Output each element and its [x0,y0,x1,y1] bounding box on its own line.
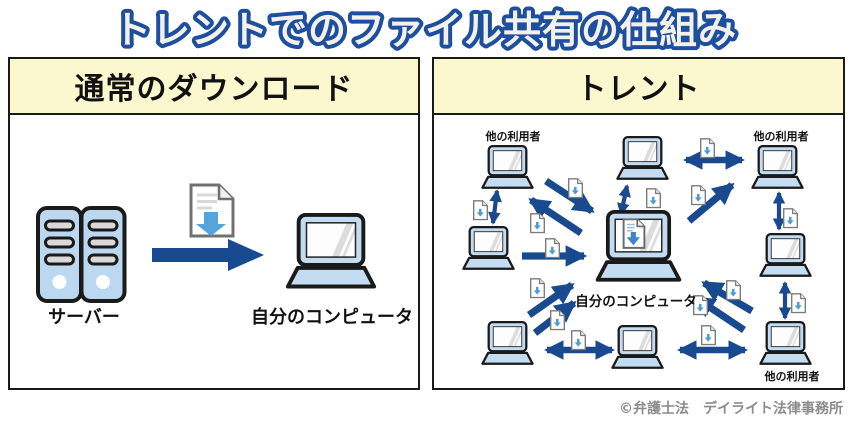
left-panel-body: サーバー 自分のコンピュータ [10,115,418,388]
right-panel-body: 他の利用者他の利用者他の利用者自分のコンピュータ [434,115,843,388]
torrent-network-diagram: 他の利用者他の利用者他の利用者自分のコンピュータ [434,129,820,383]
page-title: トレントでのファイル共有の仕組み [113,8,737,52]
laptop-icon [612,326,662,368]
node-label: 他の利用者 [764,369,820,383]
laptop-icon [288,215,374,287]
laptop-icon [482,146,532,188]
file-icon [691,185,706,206]
file-icon [568,178,583,199]
transfer-arrow [528,196,583,237]
file-icon [646,188,661,209]
normal-download-diagram: サーバー 自分のコンピュータ [36,183,413,328]
file-in-screen-icon [622,218,646,249]
normal-download-panel: 通常のダウンロード [8,57,420,390]
left-panel-header: 通常のダウンロード [10,59,418,115]
file-icon [571,330,586,351]
file-icon [791,293,806,314]
file-icon [701,325,716,346]
laptop-icon [760,322,810,364]
laptop-icon [463,227,513,269]
transfer-arrow [686,182,735,224]
transfer-arrow [488,189,502,225]
node-label: 他の利用者 [485,129,541,143]
file-icon [726,280,741,301]
copyright-notice: ©弁護士法 デイライト法律事務所 [619,401,843,417]
left-panel-title: 通常のダウンロード [74,72,354,107]
download-arrow-icon [152,239,264,271]
right-panel-title: トレント [576,72,701,107]
node-label: 他の利用者 [753,129,809,143]
file-download-icon [189,183,235,238]
laptop-icon [617,137,667,179]
file-icon [473,200,488,221]
laptop-icon [482,322,532,364]
file-icon [530,278,545,299]
server-icon [36,206,127,303]
file-icon [700,138,715,159]
laptop-icon [760,234,810,276]
server-label: サーバー [48,307,120,328]
computer-label: 自分のコンピュータ [251,306,413,328]
file-icon [783,208,798,229]
file-icon [545,238,560,259]
transfer-arrow [617,184,631,216]
torrent-panel: トレント 他の利用者他の利用者他の利用者自分のコンピュータ [432,57,845,390]
page-title-art: トレントでのファイル共有の仕組み [109,4,740,56]
node-label: 自分のコンピュータ [575,293,697,310]
transfer-arrow [526,282,575,318]
right-panel-header: トレント [434,59,843,115]
file-icon [530,213,545,234]
laptop-icon [752,146,802,188]
file-icon [550,310,565,331]
